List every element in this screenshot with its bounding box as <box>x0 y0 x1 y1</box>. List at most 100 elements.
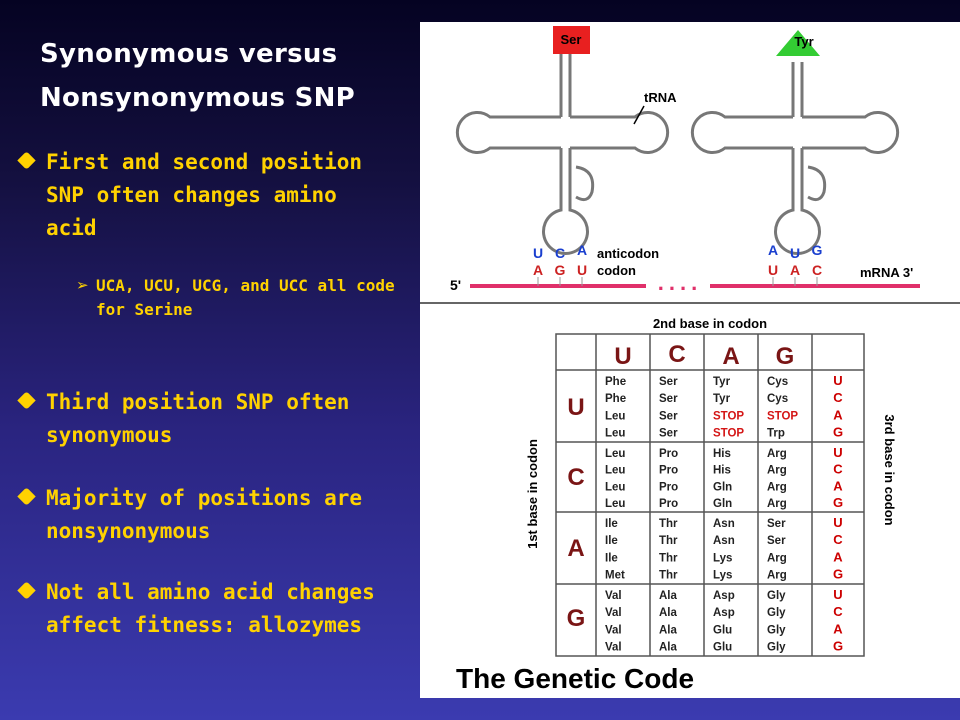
codon-cell-1-3-1: Arg <box>767 465 787 477</box>
trna-right-arm-r <box>802 111 900 154</box>
left-anticodon-3: A <box>577 242 587 258</box>
codon-cell-1-3-2: Arg <box>767 481 787 493</box>
codon-cell-2-0-1: Ile <box>605 535 618 547</box>
anticodon-label: anticodon <box>597 246 659 261</box>
third-base-3-0: U <box>833 587 842 602</box>
codon-cell-3-1-3: Ala <box>659 641 678 653</box>
right-codon-3: C <box>812 262 822 278</box>
third-base-title: 3rd base in codon <box>882 414 897 525</box>
ser-amino-acid-box <box>553 26 590 54</box>
codon-cell-3-2-2: Glu <box>713 624 732 636</box>
genetic-code-figure: Ser tRNA Tyr U C A A G U A U G U <box>420 22 960 698</box>
third-base-3-3: G <box>833 638 843 653</box>
codon-cell-1-3-0: Arg <box>767 448 787 460</box>
codon-cell-3-0-1: Val <box>605 607 622 619</box>
right-anticodon-2: U <box>790 245 800 261</box>
title-line-1: Synonymous versus <box>40 39 338 69</box>
codon-cell-1-0-1: Leu <box>605 465 625 477</box>
third-base-1-3: G <box>833 495 843 510</box>
row-header-g: G <box>567 605 586 632</box>
row-header-u: U <box>567 394 584 421</box>
codon-cell-3-0-2: Val <box>605 624 622 636</box>
diamond-bullet-icon <box>17 391 36 410</box>
codon-cell-1-1-2: Pro <box>659 481 678 493</box>
third-base-3-1: C <box>833 604 843 619</box>
mrna-label: mRNA 3' <box>860 265 913 280</box>
codon-cell-0-2-2: STOP <box>713 410 744 422</box>
codon-cell-0-3-1: Cys <box>767 393 788 405</box>
codon-cell-2-1-2: Thr <box>659 552 678 564</box>
codon-cell-3-1-0: Ala <box>659 590 678 602</box>
codon-table-grid <box>555 333 865 657</box>
right-anticodon-3: G <box>812 242 823 258</box>
arrow-bullet-icon: ➢ <box>76 276 89 294</box>
codon-cell-3-3-0: Gly <box>767 590 786 602</box>
codon-cell-2-0-0: Ile <box>605 518 618 530</box>
codon-cell-2-2-0: Asn <box>713 518 735 530</box>
codon-cell-0-2-0: Tyr <box>713 376 731 388</box>
codon-cell-2-1-0: Thr <box>659 518 678 530</box>
codon-cell-1-0-3: Leu <box>605 498 625 510</box>
title-line-2: Nonsynonymous SNP <box>40 83 356 113</box>
trna-left-variable-loop <box>575 165 595 202</box>
col-header-g: G <box>776 343 795 370</box>
codon-cell-1-0-2: Leu <box>605 481 625 493</box>
col-header-c: C <box>668 341 685 368</box>
codon-cell-1-1-1: Pro <box>659 465 678 477</box>
mrna-dots: .... <box>658 270 702 295</box>
second-base-title: 2nd base in codon <box>653 316 767 331</box>
bullet-text-4: Not all amino acid changes affect fitnes… <box>46 580 375 637</box>
codon-cell-1-0-0: Leu <box>605 448 625 460</box>
third-base-1-1: C <box>833 462 843 477</box>
trna-left-arm-r <box>570 111 670 154</box>
codon-ticks <box>537 277 818 286</box>
codon-cell-2-0-2: Ile <box>605 552 618 564</box>
codon-cell-0-1-0: Ser <box>659 376 678 388</box>
codon-cell-2-0-3: Met <box>605 569 625 581</box>
codon-cell-2-2-1: Asn <box>713 535 735 547</box>
codon-cell-3-1-2: Ala <box>659 624 678 636</box>
third-base-2-3: G <box>833 566 843 581</box>
codon-cell-0-3-0: Cys <box>767 376 788 388</box>
row-header-a: A <box>567 535 584 562</box>
codon-cell-1-2-2: Gln <box>713 481 732 493</box>
bullet-text-2: Third position SNP often synonymous <box>46 390 350 447</box>
codon-cell-0-0-2: Leu <box>605 410 625 422</box>
tyr-amino-acid-triangle <box>776 30 820 56</box>
first-base-headers: U C A G <box>567 394 586 632</box>
third-base-0-1: C <box>833 390 843 405</box>
codon-cell-2-3-2: Arg <box>767 552 787 564</box>
trna-label: tRNA <box>644 90 677 105</box>
trna-left <box>455 50 670 256</box>
codon-label: codon <box>597 263 636 278</box>
codon-cell-2-2-3: Lys <box>713 569 732 581</box>
second-base-headers: U C A G <box>614 341 794 370</box>
codon-cell-3-0-0: Val <box>605 590 622 602</box>
trna-right-arm-l <box>690 111 793 154</box>
third-base-0-3: G <box>833 424 843 439</box>
codon-cell-1-1-3: Pro <box>659 498 678 510</box>
codon-cell-2-2-2: Lys <box>713 552 732 564</box>
ser-label: Ser <box>561 32 582 47</box>
codon-cell-1-2-1: His <box>713 465 731 477</box>
third-base-2-0: U <box>833 515 842 530</box>
codon-cell-2-3-0: Ser <box>767 518 786 530</box>
right-codon-2: A <box>790 262 800 278</box>
col-header-u: U <box>614 343 631 370</box>
codon-cell-0-1-2: Ser <box>659 410 678 422</box>
codon-cell-0-0-3: Leu <box>605 427 625 439</box>
codon-cell-0-1-1: Ser <box>659 393 678 405</box>
third-base-2-1: C <box>833 532 843 547</box>
trna-right-variable-loop <box>807 165 827 202</box>
third-base-1-0: U <box>833 445 842 460</box>
codon-cell-1-2-0: His <box>713 448 731 460</box>
figure-caption: The Genetic Code <box>456 663 694 694</box>
first-base-title: 1st base in codon <box>525 439 540 549</box>
trna-left-arm-l <box>455 111 561 154</box>
five-prime-label: 5' <box>450 277 461 293</box>
left-anticodon-1: U <box>533 245 543 261</box>
diamond-bullet-icon <box>17 151 36 170</box>
left-anticodon-2: C <box>555 245 565 261</box>
diamond-bullet-icon <box>17 487 36 506</box>
